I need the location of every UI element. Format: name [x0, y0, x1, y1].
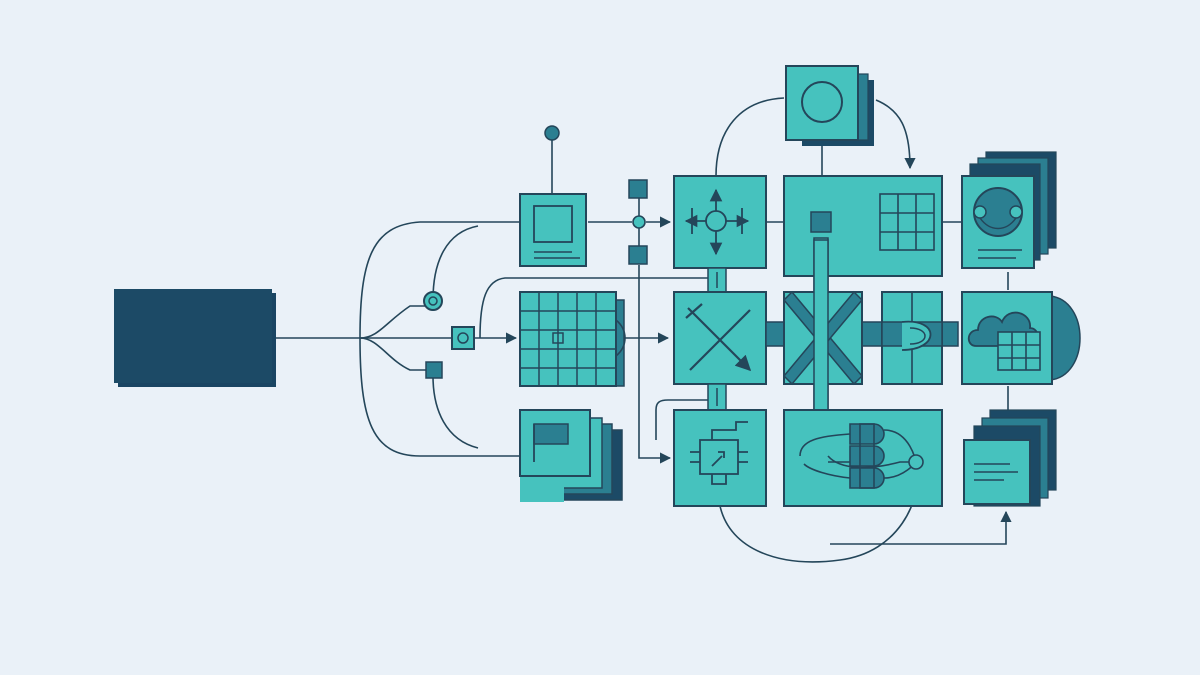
x-cross-icon — [685, 303, 752, 372]
connector-lines — [276, 97, 1012, 563]
cassette-stack-block — [961, 151, 1057, 269]
four-arrow-move-icon — [684, 188, 750, 256]
gates-block — [783, 409, 943, 507]
circuit-block — [673, 409, 767, 507]
document-stack-block — [963, 409, 1057, 507]
flag-stack-block — [519, 409, 623, 502]
panel-icon-block — [519, 193, 587, 267]
split-block — [881, 291, 943, 385]
source-block — [114, 289, 276, 387]
antenna-node-icon — [544, 125, 560, 141]
flag-icon — [533, 423, 569, 445]
move-block — [673, 175, 767, 269]
connector-node-icon — [628, 179, 648, 199]
circle-icon — [801, 81, 843, 123]
connector-node-icon — [425, 361, 443, 379]
processor-block — [783, 175, 943, 277]
grid-block — [519, 291, 626, 387]
grid-icon — [879, 193, 935, 251]
cross-block — [673, 291, 767, 385]
document-icon — [974, 463, 1018, 481]
connector-node-icon — [628, 245, 648, 265]
circle-stack-block — [785, 65, 874, 146]
cloud-block — [961, 291, 1081, 385]
logic-gate-icon — [799, 423, 924, 489]
circuit-chip-icon — [690, 421, 748, 485]
